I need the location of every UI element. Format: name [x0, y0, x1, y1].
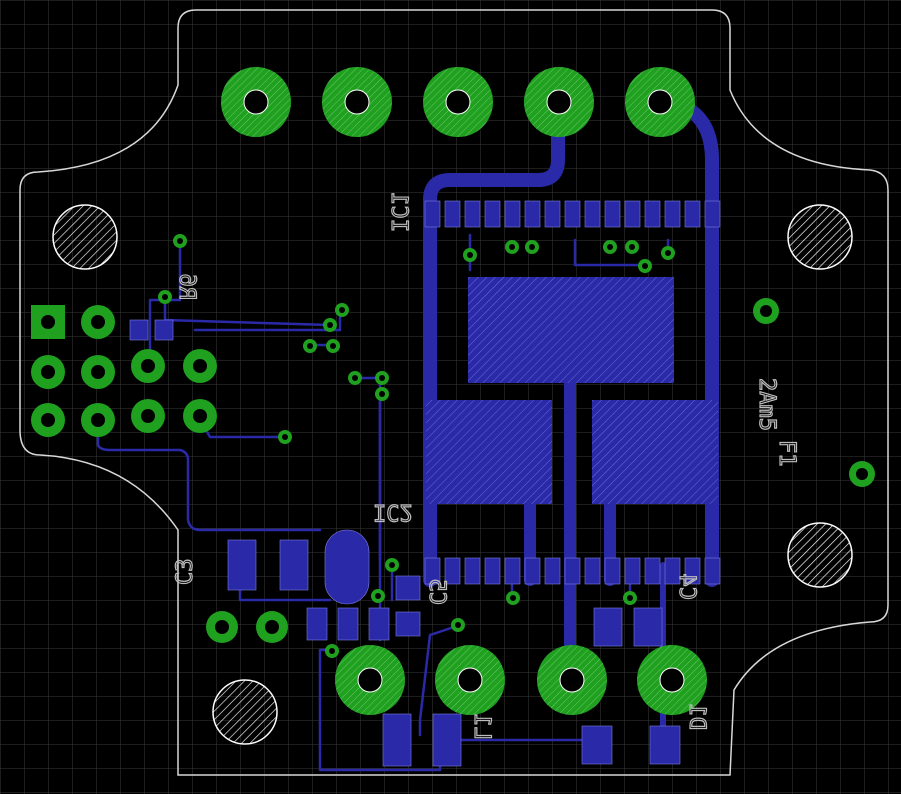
- header-pin-icon: [31, 355, 65, 389]
- terminal-pad-icon: [537, 645, 607, 715]
- label-r6: R6: [174, 274, 199, 301]
- pad-icon: [256, 611, 288, 643]
- medium-pads: [206, 298, 875, 643]
- label-l1: L1: [469, 714, 494, 741]
- via-icon: [375, 371, 389, 385]
- label-ic1: IC1: [386, 192, 411, 232]
- via-icon: [505, 240, 519, 254]
- label-ic2: IC2: [373, 499, 413, 524]
- via-icon: [638, 259, 652, 273]
- mounting-holes: [52, 204, 853, 745]
- r6-pad-2: [154, 319, 174, 341]
- terminal-pad-icon: [423, 67, 493, 137]
- silkscreen-labels: IC1 IC2 C3 C4 C5 L1 D1 R6 2Am5 F1: [172, 192, 799, 741]
- via-icon: [173, 234, 187, 248]
- mounting-hole-icon: [787, 204, 853, 270]
- via-icon: [348, 371, 362, 385]
- terminal-pad-icon: [637, 645, 707, 715]
- terminal-pad-icon: [524, 67, 594, 137]
- via-icon: [323, 318, 337, 332]
- via-icon: [603, 240, 617, 254]
- via-icon: [451, 618, 465, 632]
- terminal-pad-icon: [335, 645, 405, 715]
- header-pin-icon: [131, 399, 165, 433]
- via-icon: [623, 591, 637, 605]
- header-pin-icon: [31, 403, 65, 437]
- c3-pad-1: [227, 539, 257, 591]
- via-icon: [303, 339, 317, 353]
- ic1-pins-top: [424, 200, 721, 228]
- header-pin-icon: [183, 399, 217, 433]
- l1-pad-1: [382, 713, 412, 767]
- via-icon: [463, 248, 477, 262]
- via-icon: [278, 430, 292, 444]
- pad-icon: [206, 611, 238, 643]
- d1-pad-1: [581, 725, 613, 765]
- label-fuse-value: 2Am5: [754, 378, 779, 431]
- label-c4: C4: [674, 574, 699, 601]
- board-outline: [19, 9, 889, 776]
- label-c5: C5: [424, 579, 449, 606]
- via-icon: [385, 558, 399, 572]
- c4-pad-2: [633, 607, 663, 647]
- terminal-pad-icon: [625, 67, 695, 137]
- via-icon: [371, 589, 385, 603]
- copper-pours: [426, 277, 718, 504]
- label-d1: D1: [684, 704, 709, 731]
- terminal-pads-bottom: [335, 645, 707, 715]
- header-pin-icon: [131, 349, 165, 383]
- terminal-pad-icon: [435, 645, 505, 715]
- via-icon: [326, 339, 340, 353]
- via-icon: [506, 591, 520, 605]
- via-icon: [335, 303, 349, 317]
- d1-pad-2: [649, 725, 681, 765]
- terminal-pad-icon: [322, 67, 392, 137]
- c5-pad-1: [395, 575, 421, 601]
- via-icon: [158, 290, 172, 304]
- pad-icon: [849, 461, 875, 487]
- header-pins: [31, 305, 217, 437]
- mounting-hole-icon: [787, 522, 853, 588]
- via-icon: [661, 246, 675, 260]
- r6-pad-1: [129, 319, 149, 341]
- header-pin-icon: [183, 349, 217, 383]
- mounting-hole-icon: [212, 679, 278, 745]
- via-icon: [625, 240, 639, 254]
- vias: [158, 234, 675, 658]
- header-pin-icon: [81, 403, 115, 437]
- ic2-body: [324, 529, 370, 605]
- pad-icon: [753, 298, 779, 324]
- terminal-pad-icon: [221, 67, 291, 137]
- header-pin-icon: [81, 355, 115, 389]
- via-icon: [375, 387, 389, 401]
- via-icon: [525, 240, 539, 254]
- mounting-hole-icon: [52, 204, 118, 270]
- via-icon: [325, 644, 339, 658]
- terminal-pads-top: [221, 67, 695, 137]
- trace-power-left: [423, 93, 565, 587]
- c3-pad-2: [279, 539, 309, 591]
- l1-pad-2: [432, 713, 462, 767]
- c4-pad-1: [593, 607, 623, 647]
- label-c3: C3: [173, 559, 198, 586]
- c5-pad-2: [395, 611, 421, 637]
- header-pin-icon: [81, 305, 115, 339]
- label-f1: F1: [774, 440, 799, 467]
- ic1-pins-bottom: [424, 557, 721, 585]
- smd-pads: [129, 319, 681, 767]
